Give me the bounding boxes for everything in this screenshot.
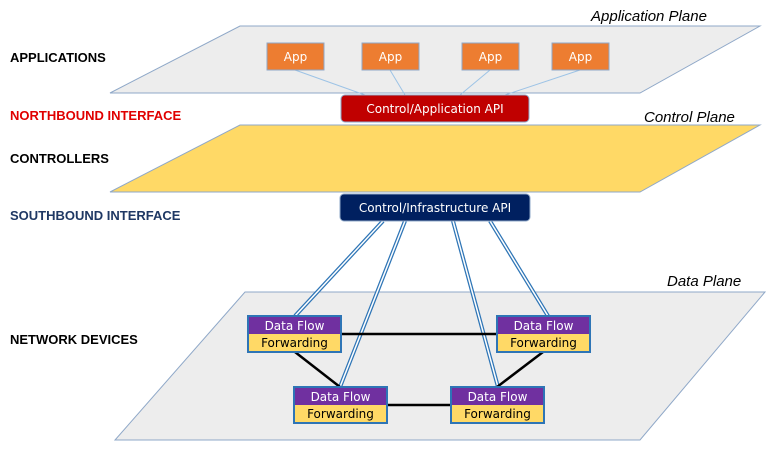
app-api-link: [504, 69, 581, 96]
southbound-interface-label: SOUTHBOUND INTERFACE: [10, 208, 181, 223]
application-plane-title: Application Plane: [591, 8, 707, 25]
app-box: App: [461, 42, 520, 71]
southbound-api-label: Control/Infrastructure API: [359, 201, 511, 215]
data-flow-label: Data Flow: [265, 319, 325, 333]
control-plane-title: Control Plane: [644, 109, 735, 126]
data-flow-label: Data Flow: [468, 390, 528, 404]
device-link: [294, 351, 341, 388]
app-api-link: [459, 69, 491, 96]
forwarding-label: Forwarding: [261, 336, 328, 350]
app-label: App: [569, 50, 592, 64]
application-plane: [109, 25, 762, 94]
control-plane: [109, 124, 762, 193]
applications-label: APPLICATIONS: [10, 50, 106, 65]
northbound-api-label: Control/Application API: [366, 102, 503, 116]
forwarding-label: Forwarding: [510, 336, 577, 350]
app-label: App: [284, 50, 307, 64]
forwarding-label: Forwarding: [307, 407, 374, 421]
northbound-interface-label: NORTHBOUND INTERFACE: [10, 108, 182, 123]
controllers-label: CONTROLLERS: [10, 151, 109, 166]
data-flow-label: Data Flow: [311, 390, 371, 404]
northbound-api-box: Control/Application API: [340, 94, 530, 123]
app-box: App: [266, 42, 325, 71]
app-api-link: [389, 69, 406, 96]
device-link: [496, 351, 544, 388]
data-plane: [113, 291, 767, 441]
app-api-link: [294, 69, 366, 96]
app-box: App: [551, 42, 610, 71]
forwarding-label: Forwarding: [464, 407, 531, 421]
app-box: App: [361, 42, 420, 71]
app-label: App: [379, 50, 402, 64]
network-devices-label: NETWORK DEVICES: [10, 332, 138, 347]
data-flow-label: Data Flow: [514, 319, 574, 333]
app-label: App: [479, 50, 502, 64]
southbound-api-box: Control/Infrastructure API: [339, 193, 531, 222]
data-plane-title: Data Plane: [667, 273, 742, 290]
